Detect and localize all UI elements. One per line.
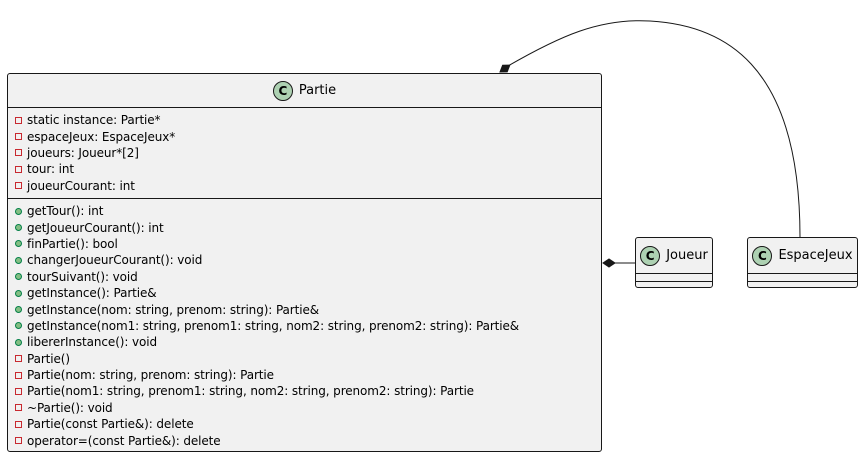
method-text: Partie(const Partie&): delete — [27, 417, 194, 432]
class-stereotype-icon: C — [640, 245, 661, 266]
method: getInstance(nom1: string, prenom1: strin… — [15, 318, 601, 334]
private-visibility-icon — [15, 165, 22, 173]
private-visibility-icon — [15, 355, 22, 363]
public-visibility-icon — [15, 273, 22, 281]
class-header: C Partie — [8, 74, 601, 107]
composition-diamond-joueur — [602, 258, 616, 268]
method: ~Partie(): void — [15, 400, 601, 416]
private-visibility-icon — [15, 420, 22, 428]
class-box-espacejeux[interactable]: C EspaceJeux — [747, 237, 858, 288]
method-text: finPartie(): bool — [27, 236, 118, 251]
private-visibility-icon — [15, 371, 22, 379]
relation-line-partie-espacejeux — [507, 20, 801, 238]
public-visibility-icon — [15, 338, 22, 346]
method: getInstance(): Partie& — [15, 285, 601, 301]
method: Partie(const Partie&): delete — [15, 416, 601, 432]
class-stereotype-icon: C — [752, 245, 773, 266]
class-header: C Joueur — [636, 238, 712, 273]
method-text: getJoueurCourant(): int — [27, 220, 164, 235]
public-visibility-icon — [15, 256, 22, 264]
method: Partie() — [15, 351, 601, 367]
public-visibility-icon — [15, 224, 22, 232]
private-visibility-icon — [15, 437, 22, 445]
method: getJoueurCourant(): int — [15, 219, 601, 235]
attributes-section: static instance: Partie*espaceJeux: Espa… — [8, 107, 601, 198]
method-text: Partie() — [27, 351, 70, 366]
attribute: joueurCourant: int — [15, 178, 601, 194]
method-text: tourSuivant(): void — [27, 269, 138, 284]
class-name: Partie — [298, 83, 337, 98]
attribute-text: joueurs: Joueur*[2] — [27, 145, 139, 160]
method-text: getInstance(nom1: string, prenom1: strin… — [27, 318, 520, 333]
method-text: Partie(nom: string, prenom: string): Par… — [27, 368, 274, 383]
attribute-text: joueurCourant: int — [27, 178, 135, 193]
class-box-joueur[interactable]: C Joueur — [635, 237, 713, 288]
public-visibility-icon — [15, 306, 22, 314]
method: Partie(nom1: string, prenom1: string, no… — [15, 383, 601, 399]
method-text: libererInstance(): void — [27, 335, 158, 350]
method: getInstance(nom: string, prenom: string)… — [15, 301, 601, 317]
method: finPartie(): bool — [15, 236, 601, 252]
class-header: C EspaceJeux — [748, 238, 857, 273]
methods-section — [636, 281, 712, 282]
class-box-partie[interactable]: C Partie static instance: Partie*espaceJeu… — [7, 73, 602, 452]
attributes-section — [636, 273, 712, 281]
method: tourSuivant(): void — [15, 269, 601, 285]
private-visibility-icon — [15, 182, 22, 190]
method-text: operator=(const Partie&): delete — [27, 433, 221, 448]
attributes-section — [748, 273, 857, 281]
method: libererInstance(): void — [15, 334, 601, 350]
class-name: EspaceJeux — [778, 248, 853, 263]
method-text: getInstance(nom: string, prenom: string)… — [27, 302, 320, 317]
public-visibility-icon — [15, 322, 22, 330]
attribute: tour: int — [15, 161, 601, 177]
method: Partie(nom: string, prenom: string): Par… — [15, 367, 601, 383]
method: operator=(const Partie&): delete — [15, 432, 601, 448]
attribute: joueurs: Joueur*[2] — [15, 145, 601, 161]
composition-diamond-espacejeux — [499, 64, 511, 73]
private-visibility-icon — [15, 133, 22, 141]
attribute: espaceJeux: EspaceJeux* — [15, 128, 601, 144]
public-visibility-icon — [15, 207, 22, 215]
method-text: ~Partie(): void — [27, 400, 113, 415]
method-text: getTour(): int — [27, 204, 104, 219]
method: changerJoueurCourant(): void — [15, 252, 601, 268]
private-visibility-icon — [15, 116, 22, 124]
attribute-text: espaceJeux: EspaceJeux* — [27, 129, 176, 144]
class-name: Joueur — [666, 248, 708, 263]
attribute: static instance: Partie* — [15, 112, 601, 128]
class-stereotype-icon: C — [272, 80, 293, 101]
attribute-text: tour: int — [27, 162, 74, 177]
private-visibility-icon — [15, 149, 22, 157]
public-visibility-icon — [15, 240, 22, 248]
methods-section — [748, 281, 857, 282]
attribute-text: static instance: Partie* — [27, 113, 161, 128]
private-visibility-icon — [15, 387, 22, 395]
method-text: getInstance(): Partie& — [27, 286, 157, 301]
private-visibility-icon — [15, 404, 22, 412]
method-text: changerJoueurCourant(): void — [27, 253, 203, 268]
method: getTour(): int — [15, 203, 601, 219]
public-visibility-icon — [15, 289, 22, 297]
method-text: Partie(nom1: string, prenom1: string, no… — [27, 384, 474, 399]
